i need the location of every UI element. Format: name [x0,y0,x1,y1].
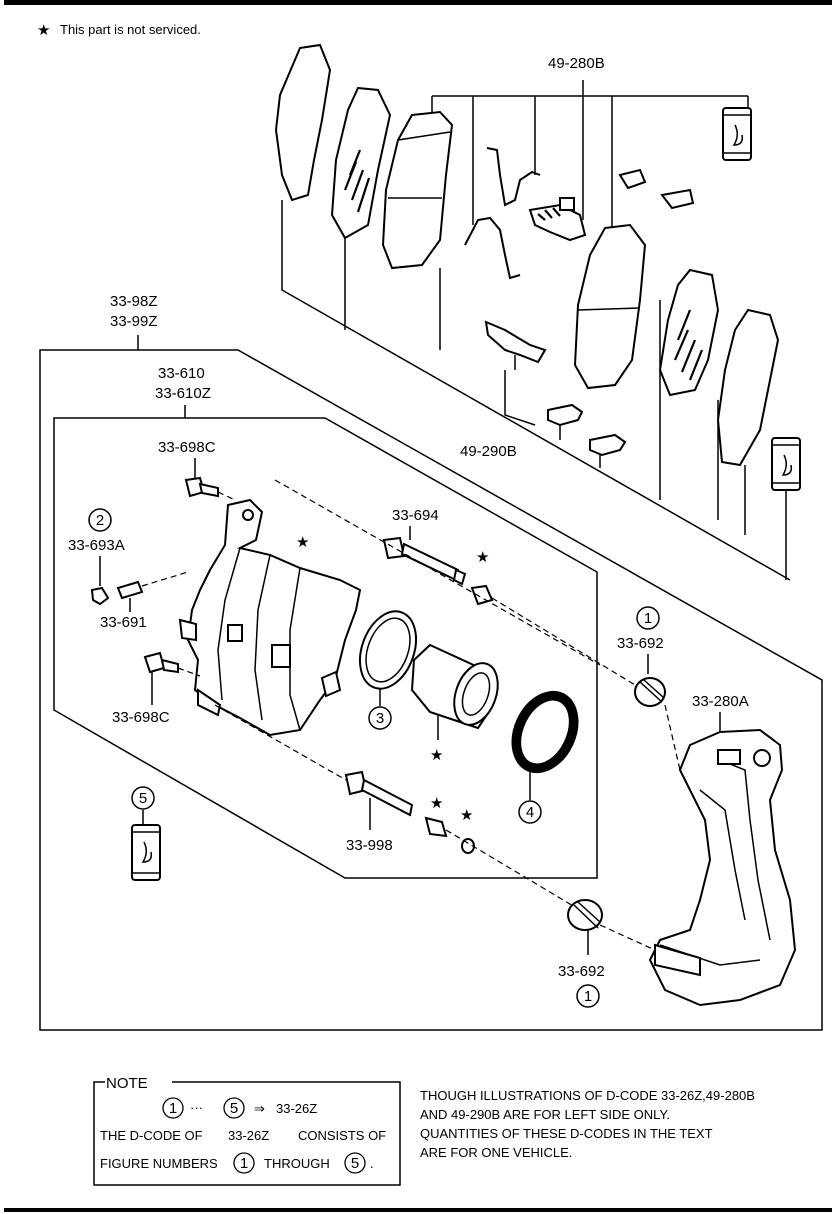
label-33-280A: 33-280A [692,693,749,710]
callout-2 [88,508,112,532]
svg-text:THOUGH ILLUSTRATIONS OF D-CODE: THOUGH ILLUSTRATIONS OF D-CODE 33-26Z,49… [420,1088,755,1103]
grease-packet-icon-top [722,107,752,161]
callout-5 [131,786,155,810]
shim-hatch-left [343,149,371,213]
svg-text:4: 4 [526,804,534,821]
clip-hatch [537,207,561,221]
svg-text:33-26Z: 33-26Z [276,1101,317,1116]
label-33-698C-bottom: 33-698C [112,709,170,726]
svg-text:⇒: ⇒ [254,1101,265,1116]
star-sleeve-icon: ★ [430,795,443,812]
svg-text:QUANTITIES OF THESE D-CODES IN: QUANTITIES OF THESE D-CODES IN THE TEXT [420,1126,713,1141]
support-clip-3 [589,433,627,457]
bottom-rule [4,1208,832,1212]
dust-boot [511,690,579,774]
svg-text:5: 5 [139,790,147,807]
callout-4 [518,800,542,824]
svg-text:1: 1 [169,1100,177,1117]
svg-text:5: 5 [351,1155,359,1172]
label-33-99Z: 33-99Z [110,313,158,330]
svg-text:1: 1 [644,610,652,627]
svg-text:THE D-CODE OF: THE D-CODE OF [100,1128,203,1143]
svg-text:3: 3 [376,710,384,727]
pin-boot [470,584,494,606]
label-33-693A: 33-693A [68,537,125,554]
star-boot-icon: ★ [476,549,489,566]
label-33-692-bottom: 33-692 [558,963,605,980]
svg-text:1: 1 [240,1155,248,1172]
anti-squeal-shim-left [330,86,392,240]
bolt-33-698C-bottom [143,651,179,674]
svg-text:33-26Z: 33-26Z [228,1128,269,1143]
caliper-frame [53,405,598,879]
label-33-998: 33-998 [346,837,393,854]
pad-kit-group: 49-280B [274,43,801,581]
callout-1-right [636,606,660,630]
bleeder-cap-33-693A [90,586,110,606]
legend-text: This part is not serviced. [60,22,201,37]
label-49-280B: 49-280B [548,55,605,72]
assembly-frame-outer [39,335,823,1031]
legend-star-icon: ★ [37,22,50,39]
guide-pin-33-998 [344,770,414,817]
pad-clip-small-1 [618,168,647,190]
callout-3 [368,706,392,730]
label-33-691: 33-691 [100,614,147,631]
svg-text:···: ··· [190,1100,203,1115]
star-bushing-icon: ★ [460,807,473,824]
note-box: NOTE 1 ··· 5 ⇒ 33-26Z THE D-CODE OF 33-2… [93,1075,401,1186]
brake-pad-right [573,223,647,390]
support-clip-2 [547,403,584,427]
wear-indicator-clip [528,203,587,242]
guide-boot-33-692-bottom [567,899,603,931]
grease-packet-icon-5 [131,824,161,881]
label-33-692-right: 33-692 [617,635,664,652]
svg-text:AND 49-290B ARE FOR LEFT SIDE: AND 49-290B ARE FOR LEFT SIDE ONLY. [420,1107,670,1122]
label-33-98Z: 33-98Z [110,293,158,310]
label-33-610: 33-610 [158,365,205,382]
bleeder-screw-33-691 [116,571,189,600]
label-33-698C-top: 33-698C [158,439,216,456]
outer-shim-right [716,308,780,467]
star-piston-icon: ★ [430,747,443,764]
shim-hatch-right [673,309,704,381]
piston-seal [358,610,418,690]
pad-spring-upper [486,147,541,207]
support-clip-1 [484,320,547,370]
svg-text:5: 5 [230,1100,238,1117]
pin-sleeve [424,816,448,838]
callout-1-bottom [576,984,600,1008]
top-rule [4,0,832,5]
svg-text:FIGURE NUMBERS: FIGURE NUMBERS [100,1156,218,1171]
pin-bushing [461,838,475,854]
grease-packet-icon-right [771,437,801,491]
svg-text:THROUGH: THROUGH [264,1156,330,1171]
anti-squeal-shim-right [658,268,720,397]
piston [410,643,499,730]
label-33-610Z: 33-610Z [155,385,211,402]
remarks-text: THOUGH ILLUSTRATIONS OF D-CODE 33-26Z,49… [420,1088,755,1160]
guide-pin-33-694 [382,536,467,586]
brake-pad-left [381,110,454,270]
note-title: NOTE [106,1075,148,1092]
svg-text:CONSISTS OF: CONSISTS OF [298,1128,386,1143]
svg-text:ARE FOR ONE VEHICLE.: ARE FOR ONE VEHICLE. [420,1145,572,1160]
caliper-mounting-bracket [648,728,797,1007]
label-33-694: 33-694 [392,507,439,524]
caliper-body [178,498,362,737]
outer-shim-left [274,43,332,202]
svg-text:1: 1 [584,988,592,1005]
bolt-33-698C-top [184,476,219,498]
svg-text:.: . [370,1156,374,1171]
guide-boot-33-692-right [634,677,666,707]
svg-text:2: 2 [96,512,104,529]
label-49-290B: 49-290B [460,443,517,460]
star-caliper-icon: ★ [296,534,309,551]
pad-spring-lower [464,216,521,280]
pad-clip-small-2 [660,188,695,210]
